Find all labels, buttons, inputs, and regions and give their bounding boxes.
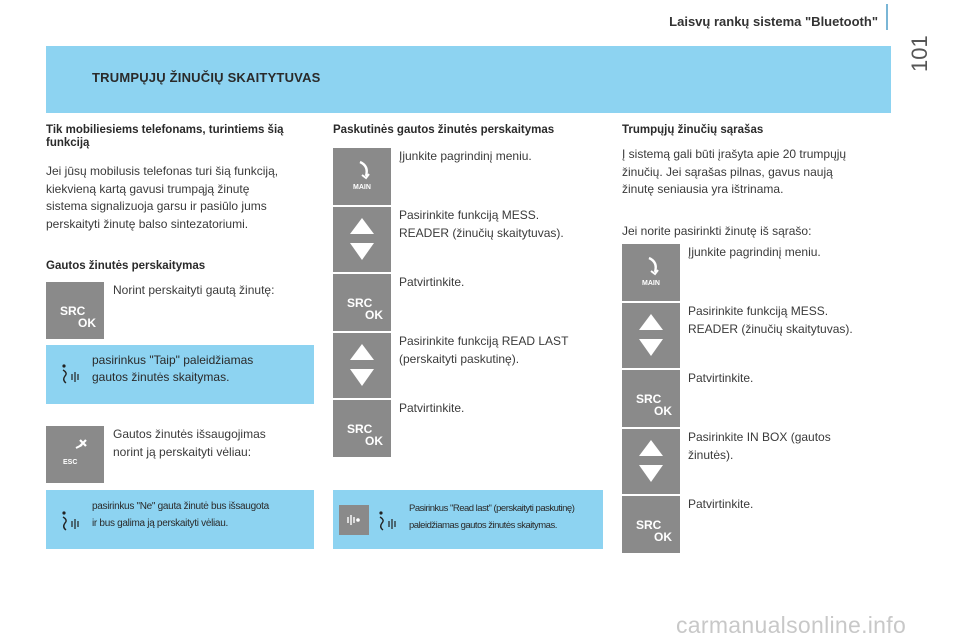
right-intro-line: Į sistemą gali būti įrašyta apie 20 trum… [622,147,847,161]
right-step5: Patvirtinkite. [688,496,753,514]
src-ok-icon: SRC OK [60,304,96,330]
up-down-arrows-icon [350,218,374,260]
right-step4: Pasirinkite IN BOX (gautos žinutės). [688,429,831,464]
right-step-line: Įjunkite pagrindinį meniu. [688,245,821,259]
middle-step1: Įjunkite pagrindinį meniu. [399,148,532,166]
arrows-key [622,429,680,494]
speaker-icon [347,515,360,525]
right-intro-line: žinutę seniausia yra ištrinama. [622,182,784,196]
ok-label: OK [365,434,383,448]
middle-step-line: Pasirinkite funkciją READ LAST [399,334,569,348]
right-select-intro: Jei norite pasirinkti žinutę iš sąrašo: [622,224,812,238]
note-no: pasirinkus "Ne" gauta žinutė bus išsaugo… [46,490,314,549]
middle-step5: Patvirtinkite. [399,400,464,418]
main-label: MAIN [353,184,371,191]
middle-heading: Paskutinės gautos žinutės perskaitymas [333,124,555,136]
src-ok-icon: SRC OK [347,296,383,322]
note-no-line: pasirinkus "Ne" gauta žinutė bus išsaugo… [92,501,269,512]
watermark: carmanualsonline.info [676,612,907,638]
src-label: SRC [636,392,662,406]
right-step-line: žinutės). [688,447,734,462]
ok-label: OK [654,530,672,544]
header-title: Laisvų rankų sistema "Bluetooth" [669,14,878,29]
up-down-arrows-icon [639,440,663,482]
left-subheading: Gautos žinutės perskaitymas [46,260,206,272]
section-banner [46,46,891,113]
up-down-arrows-icon [639,314,663,356]
page-number: 101 [907,35,932,72]
src-label: SRC [636,518,662,532]
right-step-line: Pasirinkite IN BOX (gautos [688,430,831,444]
middle-step-line: Pasirinkite funkciją MESS. [399,208,540,222]
src-label: SRC [60,304,86,318]
main-menu-icon: MAIN [642,256,660,287]
left-intro-line: sistema signalizuoja garsu ir pasiūlo ju… [46,199,267,213]
ok-label: OK [365,308,383,322]
src-label: SRC [347,422,373,436]
middle-step-line: (perskaityti paskutinę). [399,351,520,366]
esc-icon: ESC [63,439,87,466]
right-intro: Į sistemą gali būti įrašyta apie 20 trum… [622,146,892,199]
right-step1: Įjunkite pagrindinį meniu. [688,244,821,262]
left-step2: Gautos žinutės išsaugojimas norint ją pe… [113,426,266,461]
src-ok-key: SRC OK [46,282,104,339]
middle-step-line: Įjunkite pagrindinį meniu. [399,149,532,163]
voice-speaking-icon [62,364,79,384]
speaker-key [339,505,369,535]
main-key: MAIN [333,148,391,205]
left-heading: Tik mobiliesiems telefonams, turintiems … [46,124,284,149]
left-intro-line: Jei jūsų mobilusis telefonas turi šią fu… [46,164,279,178]
src-ok-icon: SRC OK [636,392,672,418]
voice-speaking-icon [62,511,79,531]
middle-step-line: READER (žinučių skaitytuvas). [399,225,564,240]
middle-step3: Patvirtinkite. [399,274,464,292]
arrows-key [333,333,391,398]
src-ok-icon: SRC OK [636,518,672,544]
main-label: MAIN [642,280,660,287]
right-step3: Patvirtinkite. [688,370,753,388]
left-step2-line: norint ją perskaityti vėliau: [113,444,252,459]
middle-step-line: Patvirtinkite. [399,275,465,289]
src-ok-key: SRC OK [333,274,391,331]
esc-key: ESC [46,426,104,483]
src-ok-key: SRC OK [622,496,680,553]
note-read-last: Pasirinkus "Read last" (perskaityti pask… [333,490,603,549]
section-title: TRUMPŲJŲ ŽINUČIŲ SKAITYTUVAS [92,70,321,85]
ok-label: OK [654,404,672,418]
up-down-arrows-icon [350,344,374,386]
note-read-last-line: Pasirinkus "Read last" (perskaityti pask… [409,503,575,514]
note-no-line: ir bus galima ją perskaityti vėliau. [92,518,228,529]
main-menu-icon: MAIN [353,160,371,191]
right-intro-line: žinučių. Jei sąrašas pilnas, gavus naują [622,164,833,179]
right-step-line: READER (žinučių skaitytuvas). [688,321,853,336]
main-key: MAIN [622,244,680,301]
note-yes: pasirinkus "Taip" paleidžiamas gautos ži… [46,345,314,404]
arrows-key [622,303,680,368]
voice-speaking-icon [379,511,396,531]
note-read-last-line: paleidžiamas gautos žinutės skaitymas. [409,520,557,531]
src-ok-key: SRC OK [333,400,391,457]
middle-step4: Pasirinkite funkciją READ LAST (perskait… [399,333,568,368]
src-label: SRC [347,296,373,310]
right-step-line: Pasirinkite funkciją MESS. [688,304,829,318]
left-intro: Jei jūsų mobilusis telefonas turi šią fu… [46,163,321,233]
right-step-line: Patvirtinkite. [688,371,754,385]
left-intro-line: kiekvieną kartą gavusi trumpąją žinutę [46,181,250,196]
left-step2-line: Gautos žinutės išsaugojimas [113,427,266,441]
right-step2: Pasirinkite funkciją MESS. READER (žinuč… [688,303,853,338]
middle-step-line: Patvirtinkite. [399,401,465,415]
src-ok-key: SRC OK [622,370,680,427]
ok-label: OK [78,316,96,330]
middle-step2: Pasirinkite funkciją MESS. READER (žinuč… [399,207,564,242]
esc-label: ESC [63,459,77,466]
right-step-line: Patvirtinkite. [688,497,754,511]
header-rule [886,4,888,30]
left-intro-line: perskaityti žinutę balso sintezatoriumi. [46,216,249,231]
right-heading: Trumpųjų žinučių sąrašas [622,124,764,136]
arrows-key [333,207,391,272]
src-ok-icon: SRC OK [347,422,383,448]
left-step1: Norint perskaityti gautą žinutę: [113,283,275,297]
note-yes-line: pasirinkus "Taip" paleidžiamas [92,353,254,367]
note-yes-line: gautos žinutės skaitymas. [92,370,230,384]
